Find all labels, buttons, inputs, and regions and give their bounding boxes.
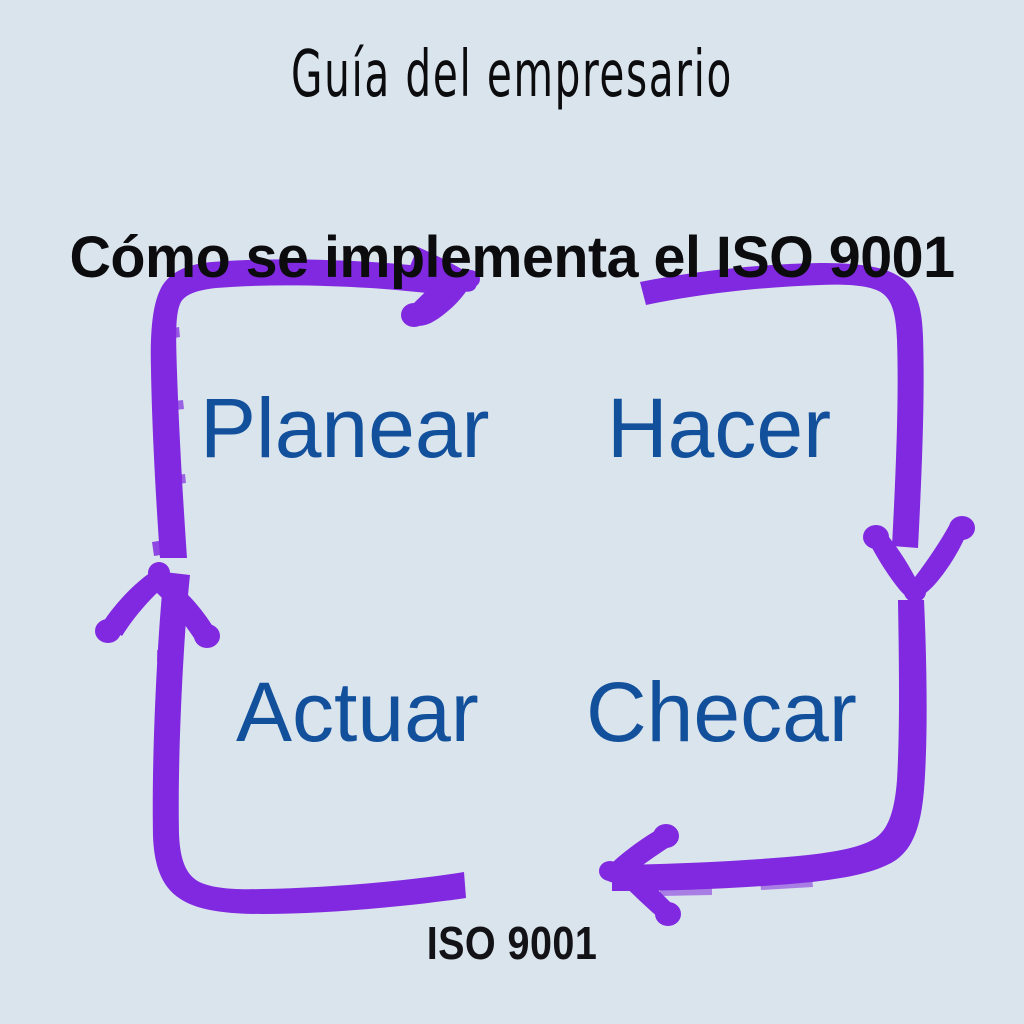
brand-title: Guía del empresario xyxy=(291,36,733,112)
brush-arrow-left-icon xyxy=(599,600,927,926)
cycle-stage-do: Hacer xyxy=(607,381,832,475)
page-title: Cómo se implementa el ISO 9001 xyxy=(69,224,955,290)
cycle-stage-act: Actuar xyxy=(236,665,479,759)
cycle-stage-check: Checar xyxy=(586,665,857,759)
footer-caption: ISO 9001 xyxy=(426,917,598,969)
brush-arrow-down-icon xyxy=(640,263,975,602)
brush-arrow-up-icon xyxy=(95,540,466,914)
cycle-stage-plan: Planear xyxy=(200,381,490,475)
brush-arrow-right-icon xyxy=(150,247,480,558)
